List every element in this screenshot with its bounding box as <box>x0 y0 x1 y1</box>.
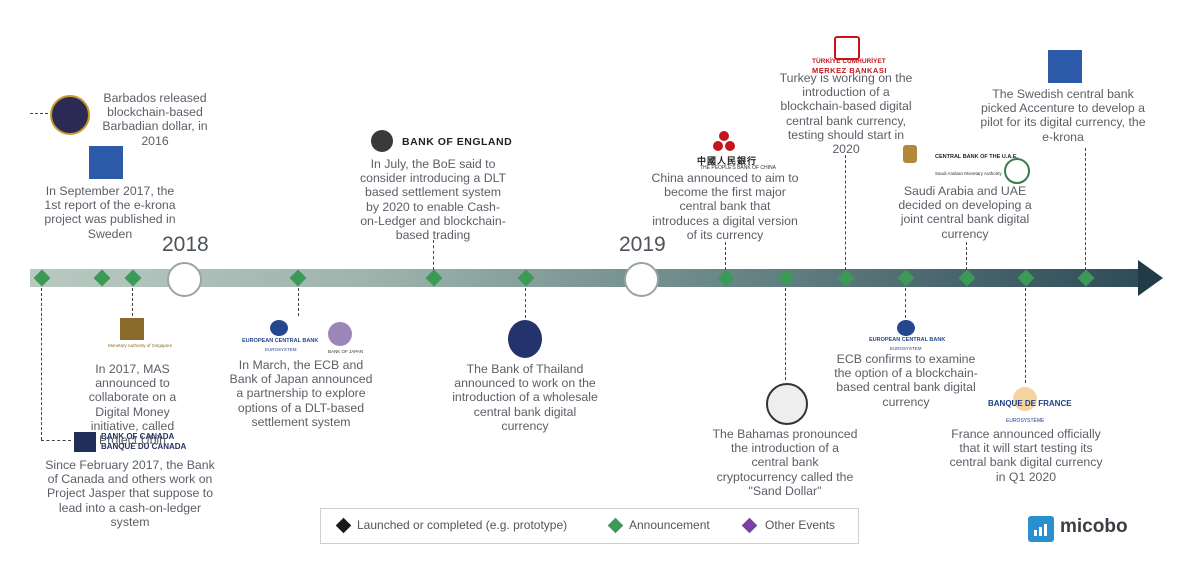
ecb-logo-subtext: EUROSYSTEM <box>265 347 297 352</box>
boj-seal-icon <box>328 322 352 346</box>
event-canada: Since February 2017, the Bank of Canada … <box>45 458 215 529</box>
event-thailand: The Bank of Thailand announced to work o… <box>452 362 598 433</box>
connector-barbados <box>30 113 48 114</box>
turkey-logo-text: MERKEZ BANKASI <box>812 66 887 75</box>
pboc-logo-icon <box>713 130 735 152</box>
connector-bahamas <box>785 288 786 380</box>
event-ecb-examine: ECB confirms to examine the option of a … <box>834 352 978 409</box>
event-sweden-2017: In September 2017, the 1st report of the… <box>40 184 180 241</box>
boj-logo-text: BANK OF JAPAN <box>328 349 364 354</box>
legend-launched-label: Launched or completed (e.g. prototype) <box>357 518 568 532</box>
year-2018-label: 2018 <box>162 233 209 256</box>
uae-logo-text: CENTRAL BANK OF THE U.A.E. <box>935 154 1019 160</box>
connector-ecb-boj <box>298 288 299 316</box>
connector-ecb-examine <box>905 288 906 318</box>
mas-logo-icon <box>120 318 144 340</box>
event-saudi-uae: Saudi Arabia and UAE decided on developi… <box>898 184 1032 241</box>
connector-canada-h <box>41 440 71 441</box>
micobo-wordmark: micobo <box>1060 516 1128 537</box>
pboc-logo-text: 中國人民銀行 <box>697 156 758 166</box>
bdf-sun-icon <box>1013 387 1037 411</box>
boc-logo-text: BANK OF CANADA <box>101 432 175 441</box>
barbados-seal-icon <box>50 95 90 135</box>
legend-announcement-marker <box>607 517 624 534</box>
connector-canada <box>41 288 42 440</box>
connector-turkey <box>845 155 846 270</box>
connector-thailand <box>525 288 526 318</box>
legend-other-label: Other Events <box>765 518 836 532</box>
tcmb-logo-icon <box>834 36 860 60</box>
ecb-logo-text: EUROPEAN CENTRAL BANK <box>242 338 319 344</box>
event-france: France announced officially that it will… <box>949 427 1103 484</box>
legend-launched-marker <box>335 517 352 534</box>
mas-logo-text: Monetary Authority of Singapore <box>108 343 173 348</box>
boe-seal-icon <box>371 130 393 152</box>
timeline-bar <box>30 269 1142 287</box>
timeline-arrowhead <box>1138 260 1163 296</box>
pboc-logo-subtext: THE PEOPLE'S BANK OF CHINA <box>700 165 776 171</box>
event-china: China announced to aim to become the fir… <box>651 171 799 242</box>
event-bahamas: The Bahamas pronounced the introduction … <box>712 427 858 498</box>
year-2019-label: 2019 <box>619 233 666 256</box>
connector-sweden-accenture <box>1085 148 1086 270</box>
year-2019-marker <box>624 262 659 297</box>
micobo-logo-icon <box>1028 516 1054 542</box>
event-turkey: Turkey is working on the introduction of… <box>779 71 913 157</box>
ecb-logo-subtext: EUROSYSTEM <box>890 346 922 351</box>
legend-announcement-label: Announcement <box>629 518 710 532</box>
event-barbados: Barbados released blockchain-based Barba… <box>102 91 208 148</box>
ecb-logo-text: EUROPEAN CENTRAL BANK <box>869 337 946 343</box>
ecb-logo-icon <box>270 320 288 336</box>
event-mas: In 2017, MAS announced to collaborate on… <box>88 362 177 448</box>
connector-saudi-uae <box>966 242 967 270</box>
event-sweden-2017-line1: In September 2017, the <box>45 184 175 198</box>
saudi-logo-text: Saudi Arabian Monetary Authority <box>935 171 1002 176</box>
turkey-logo-text: TÜRKİYE CUMHURİYET <box>812 58 886 65</box>
sama-seal-icon <box>1004 158 1030 184</box>
legend: Launched or completed (e.g. prototype) A… <box>320 508 859 544</box>
riksbank-logo-icon <box>1048 50 1082 83</box>
bahamas-seal-icon <box>766 383 808 425</box>
bdf-logo-text: BANQUE DE FRANCE <box>988 399 1072 408</box>
ecb-logo-icon <box>897 320 915 336</box>
event-sweden-2017-rest: 1st report of the e-krona project was pu… <box>44 198 176 241</box>
event-sweden-accenture: The Swedish central bank picked Accentur… <box>980 87 1146 144</box>
uae-emblem-icon <box>903 145 917 163</box>
connector-boe <box>433 240 434 270</box>
boc-building-icon <box>74 432 96 452</box>
event-ecb-boj: In March, the ECB and Bank of Japan anno… <box>229 358 373 429</box>
connector-mas <box>132 288 133 316</box>
bot-emblem-icon <box>508 320 542 358</box>
connector-china <box>725 242 726 270</box>
bdf-logo-subtext: EUROSYSTÈME <box>1006 418 1045 424</box>
connector-france <box>1025 288 1026 383</box>
year-2018-marker <box>167 262 202 297</box>
riksbank-logo-icon <box>89 146 123 179</box>
boc-logo-text: BANQUE DU CANADA <box>101 442 187 451</box>
event-boe: In July, the BoE said to consider introd… <box>359 157 507 243</box>
legend-other-marker <box>741 517 758 534</box>
boe-logo-text: BANK OF ENGLAND <box>402 136 513 148</box>
